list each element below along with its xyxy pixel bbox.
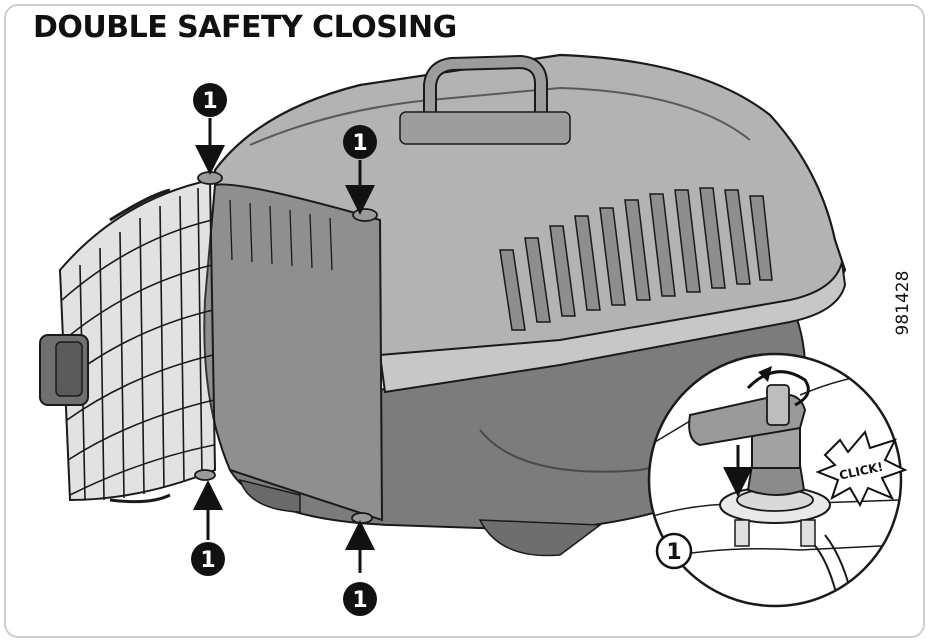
callout-label: 1 <box>352 588 367 613</box>
wire-door <box>58 178 217 504</box>
callout-label: 1 <box>202 89 217 114</box>
figure-border <box>4 4 925 638</box>
detail-inset: CLICK! 1 <box>647 352 908 608</box>
door-latch <box>39 334 89 406</box>
callout-label: 1 <box>200 548 215 573</box>
callout-marker-top-right: 1 <box>343 125 377 159</box>
callout-label: 1 <box>352 131 367 156</box>
figure-title: DOUBLE SAFETY CLOSING <box>33 10 457 45</box>
callout-arrows <box>193 118 375 573</box>
vent-slats <box>499 187 773 331</box>
callout-marker-bottom-right: 1 <box>343 582 377 616</box>
inset-callout-label: 1 <box>666 540 681 565</box>
callout-marker-top-left: 1 <box>193 83 227 117</box>
callout-marker-bottom-left: 1 <box>191 542 225 576</box>
